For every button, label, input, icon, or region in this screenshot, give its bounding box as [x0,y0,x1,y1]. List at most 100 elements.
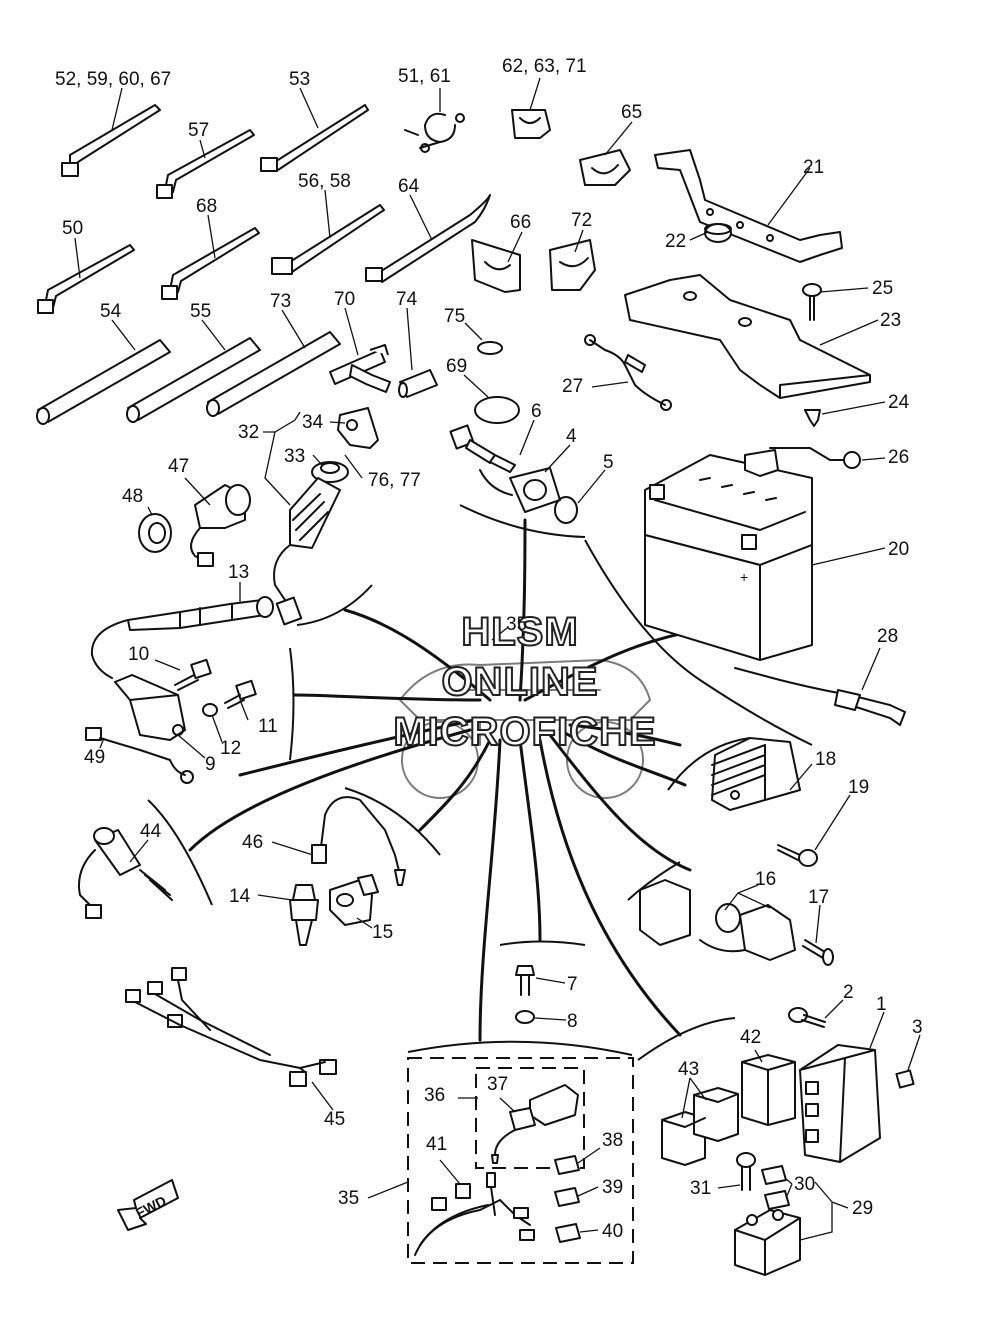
callout-40: 40 [602,1221,623,1242]
leader-lines [74,77,921,1241]
callout-6: 6 [531,401,542,422]
watermark: HLSM ONLINE MICROFICHE [392,609,656,755]
coil-9 [114,674,186,741]
cdi-unit-1 [799,1044,881,1163]
callout-24: 24 [888,392,910,413]
callout-62: 62, 63, 71 [502,56,587,77]
clamp-65 [579,149,631,186]
connector-41 [431,1183,471,1211]
sensor-16 [639,879,796,961]
washer-12 [202,703,218,717]
o-ring-5 [554,496,578,524]
callout-32: 32 [238,422,259,443]
callout-30: 30 [794,1174,815,1195]
callout-74: 74 [396,289,418,310]
grommet-48 [138,513,172,553]
forward-arrow: FWD [117,1179,179,1231]
callout-54: 54 [100,301,122,322]
callout-13: 13 [228,562,249,583]
callout-44: 44 [140,821,162,842]
callout-labels: 52, 59, 60, 67 53 51, 61 62, 63, 71 65 5… [55,56,923,1242]
clamp-72 [549,239,596,291]
fuse-38 [554,1155,580,1175]
rectifier-18 [711,737,801,811]
screw-2 [788,1007,826,1028]
clip-24 [804,409,821,427]
washer-8 [515,1010,535,1024]
joint-74 [398,369,438,398]
fuse-box-37 [491,1084,579,1164]
cable-tie-50 [37,244,135,314]
callout-76: 76, 77 [368,470,421,491]
pump-4 [479,467,561,513]
callout-64: 64 [398,176,420,197]
plug-cap-47 [190,484,251,567]
callout-4: 4 [566,426,577,447]
callout-38: 38 [602,1130,623,1151]
relay-42 [741,1054,796,1126]
sensor-44 [78,827,173,919]
harness-box-35 [407,1057,634,1264]
tube-73 [206,331,341,417]
fuse-30 [761,1165,790,1210]
callout-39: 39 [602,1177,623,1198]
callout-26: 26 [888,447,909,468]
bolt-19 [777,844,818,867]
callout-36: 36 [424,1085,445,1106]
switch-15 [329,874,379,926]
spark-plug-14 [289,884,319,946]
high-tension-cord-13 [90,596,274,679]
callout-55: 55 [190,301,211,322]
callout-2: 2 [843,982,854,1003]
callout-56: 56, 58 [298,171,351,192]
fuse-39 [554,1187,580,1207]
callout-45: 45 [324,1109,345,1130]
lead-wire-27 [584,334,672,411]
harness-35-wires [414,1172,535,1256]
callout-21: 21 [803,157,824,178]
callout-31: 31 [690,1178,711,1199]
callout-25: 25 [872,278,893,299]
clamp-62 [511,109,551,139]
callout-52: 52, 59, 60, 67 [55,69,171,90]
callout-23: 23 [880,310,901,331]
cable-tie-57 [156,129,255,199]
screw-7 [515,965,535,996]
callout-66: 66 [510,212,531,233]
fuse-40 [555,1223,581,1243]
callout-34: 34 [302,412,324,433]
bolt-10 [174,658,212,691]
tube-54 [36,339,171,425]
callout-75: 75 [444,306,465,327]
callout-37: 37 [487,1074,508,1095]
relay-43 [661,1087,739,1166]
cap-34 [337,407,379,449]
cable-28 [734,667,906,726]
tee-fitting-70 [329,344,391,393]
cap-3 [895,1069,915,1089]
callout-19: 19 [848,777,869,798]
callout-33: 33 [284,446,305,467]
callout-68: 68 [196,196,217,217]
callout-72: 72 [571,210,592,231]
callout-69: 69 [446,356,467,377]
callout-50: 50 [62,218,83,239]
screw-25 [802,283,822,321]
bolt-11 [224,679,257,709]
callout-16: 16 [755,869,776,890]
group-brackets [147,504,813,1061]
atv-silhouette [399,659,651,799]
callout-10: 10 [128,644,149,665]
callout-49: 49 [84,747,105,768]
clip-75 [477,341,503,355]
lead-46 [311,796,406,886]
cable-tie-64 [365,194,491,283]
clamp-51 [404,112,465,153]
callout-29: 29 [852,1198,873,1219]
callout-43: 43 [678,1059,699,1080]
callout-48: 48 [122,486,143,507]
callout-53: 53 [289,69,310,90]
bolt-31 [736,1152,756,1191]
cover-23 [624,274,871,399]
